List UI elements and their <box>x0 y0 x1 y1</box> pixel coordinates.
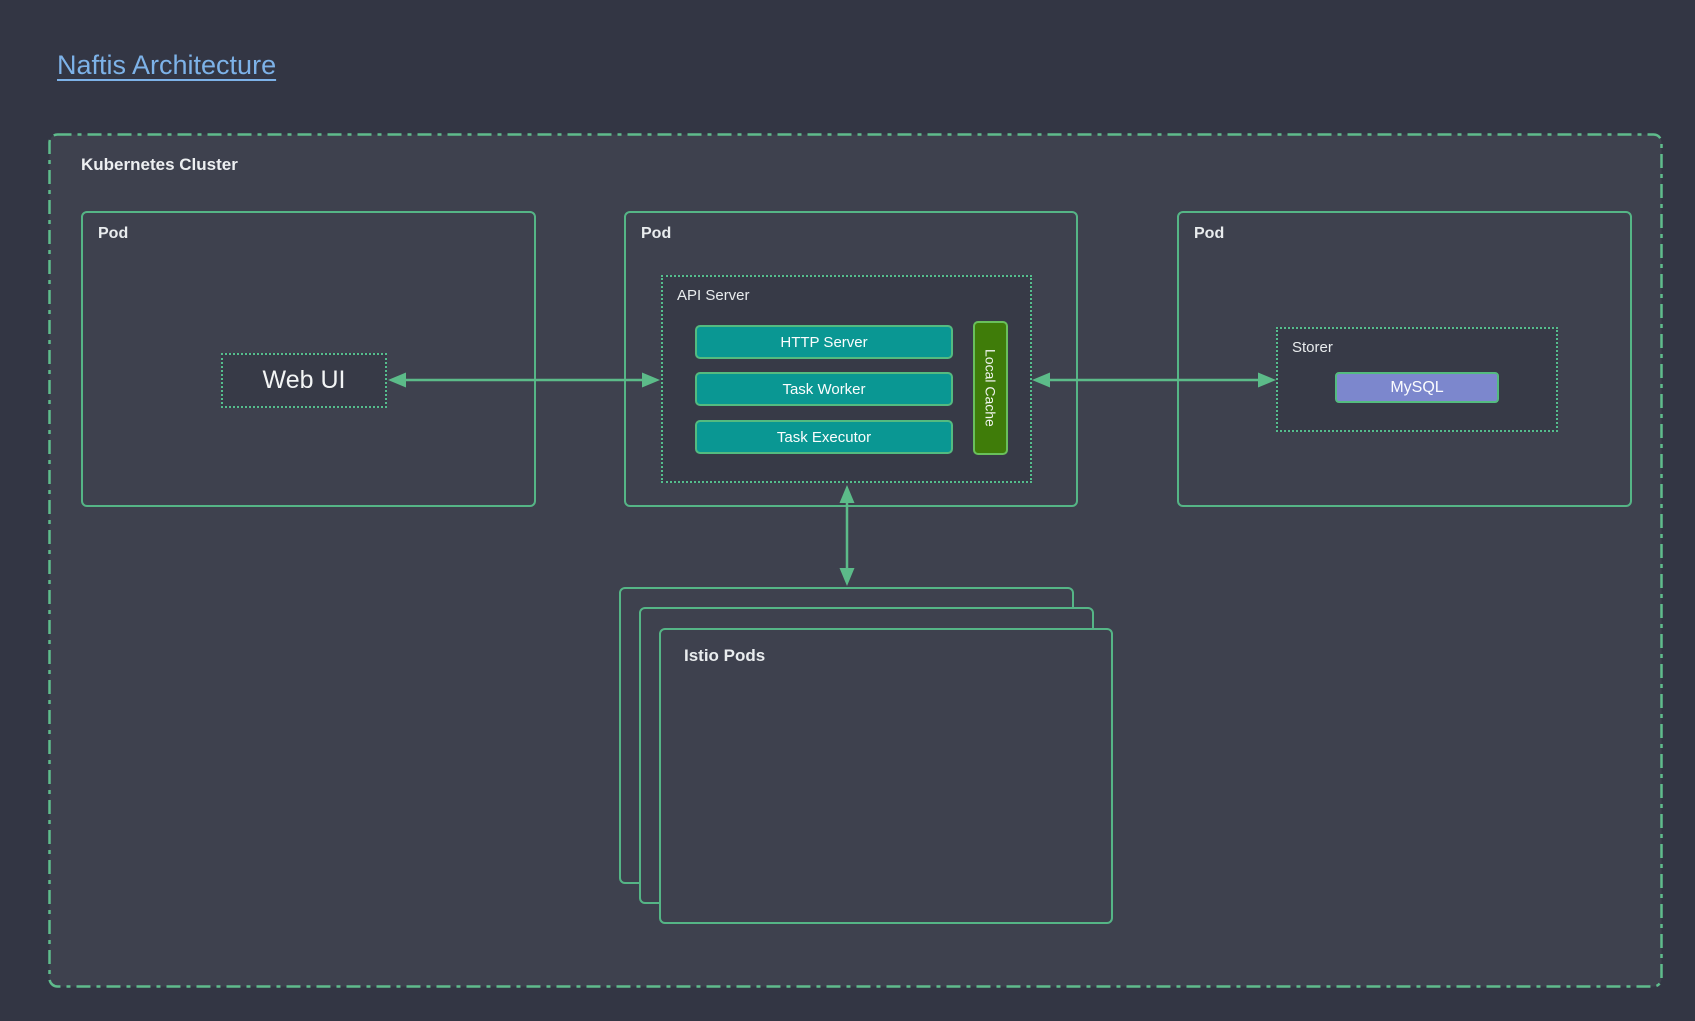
pod-storer: Pod Storer MySQL <box>1177 211 1632 507</box>
cluster-label: Kubernetes Cluster <box>81 155 238 174</box>
page-title-link[interactable]: Naftis Architecture <box>57 50 277 80</box>
api-server-label: API Server <box>677 287 750 304</box>
storer-label: Storer <box>1292 339 1333 356</box>
storer-box: Storer MySQL <box>1276 327 1558 432</box>
local-cache-box: Local Cache <box>973 321 1008 455</box>
pod-api-label: Pod <box>641 225 672 242</box>
kubernetes-cluster-container: Kubernetes Cluster Istio Pods Pod Web UI… <box>48 133 1663 988</box>
web-ui-label: Web UI <box>262 366 346 394</box>
istio-pods-label: Istio Pods <box>684 646 766 665</box>
pod-api-server: Pod API Server HTTP Server Task Worker T… <box>624 211 1078 507</box>
mysql-box: MySQL <box>1335 372 1499 403</box>
pod-storer-label: Pod <box>1194 225 1225 242</box>
istio-pod-front: Istio Pods <box>659 628 1113 924</box>
web-ui-box: Web UI <box>221 353 387 408</box>
task-executor-box: Task Executor <box>695 420 953 454</box>
http-server-box: HTTP Server <box>695 325 953 359</box>
api-server-box: API Server HTTP Server Task Worker Task … <box>661 275 1032 483</box>
local-cache-label: Local Cache <box>982 349 999 427</box>
pod-web-label: Pod <box>98 225 129 242</box>
task-worker-box: Task Worker <box>695 372 953 406</box>
pod-web-ui: Pod Web UI <box>81 211 536 507</box>
